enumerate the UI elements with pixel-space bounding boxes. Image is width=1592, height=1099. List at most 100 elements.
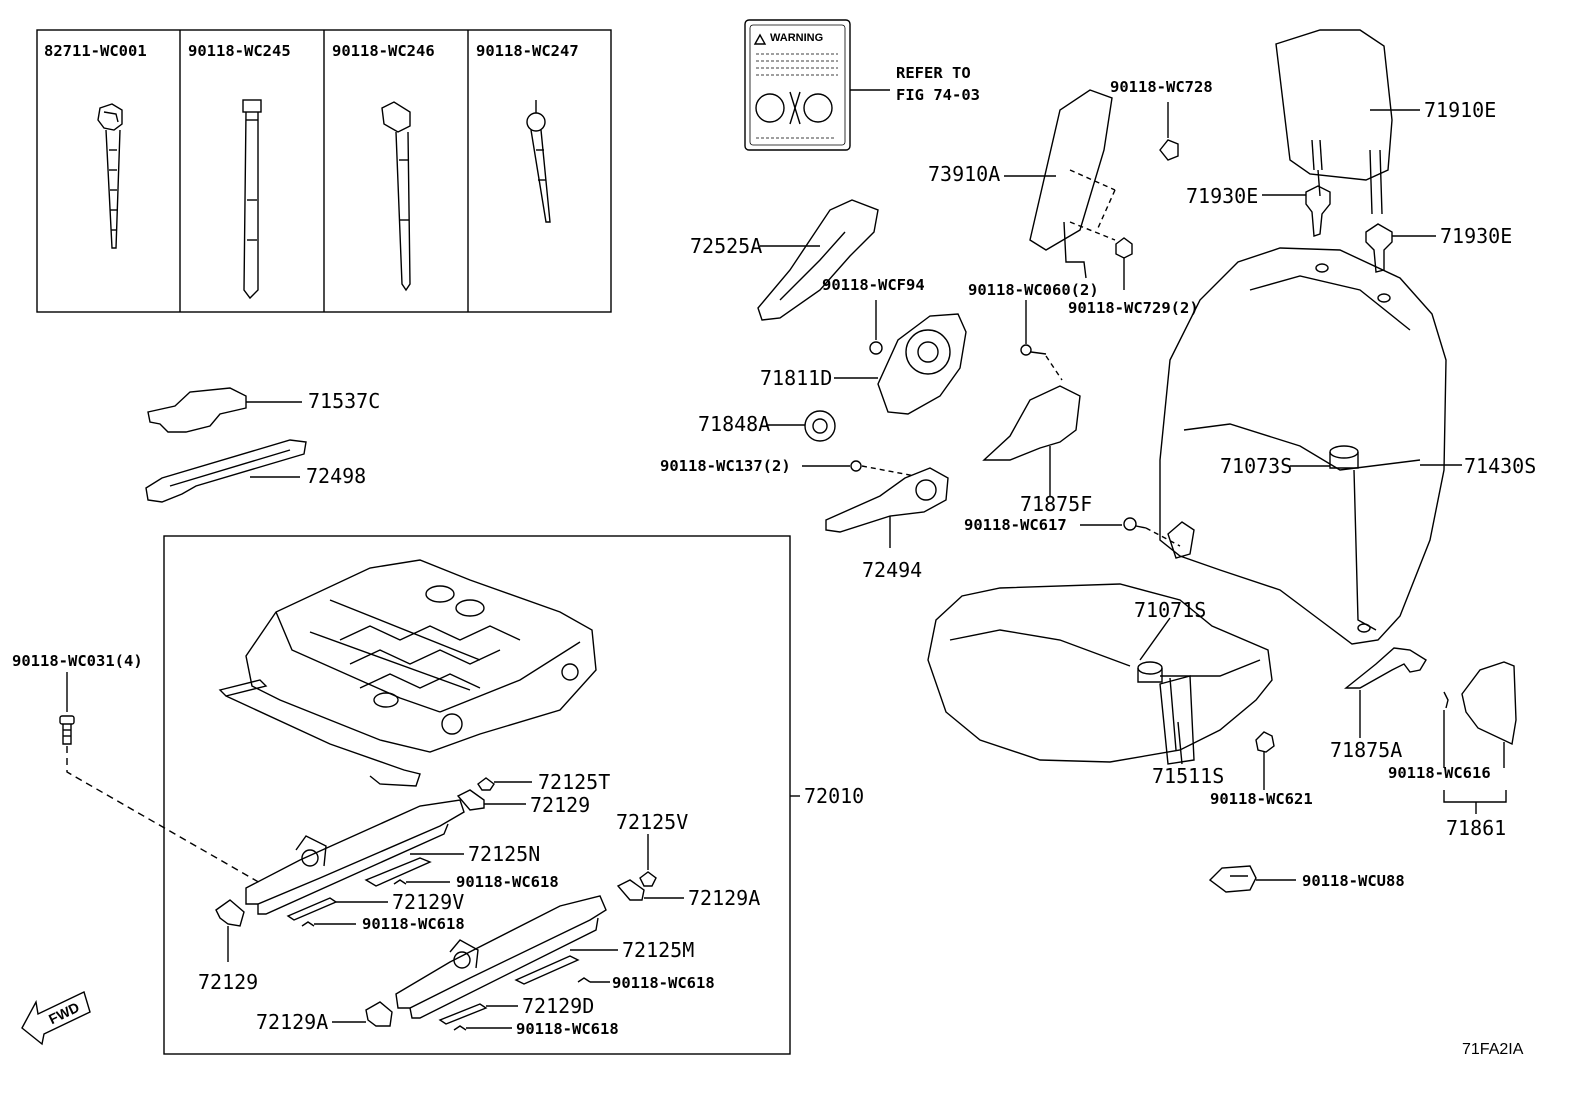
cable-tie-wc246-icon (381, 101, 411, 292)
callout-71537C[interactable]: 71537C (308, 389, 381, 413)
refer-to-text: REFER TO (896, 64, 971, 82)
callout-71848A[interactable]: 71848A (698, 412, 771, 436)
part-72125N-rail (245, 799, 465, 915)
slider-72125N-inner (364, 857, 432, 887)
callout-72494[interactable]: 72494 (862, 558, 923, 582)
part-72494-lever (802, 460, 949, 548)
callout-71511S[interactable]: 71511S (1152, 764, 1225, 788)
callout-72129-lower[interactable]: 72129 (198, 970, 259, 994)
callout-72125M[interactable]: 72125M (622, 938, 695, 962)
callout-71811D[interactable]: 71811D (760, 366, 833, 390)
part-71848A-ring (766, 410, 836, 442)
callout-71875A[interactable]: 71875A (1330, 738, 1403, 762)
callout-90118-WC031[interactable]: 90118-WC031(4) (12, 652, 143, 670)
seat-frame-box (163, 535, 800, 1055)
callout-90118-WC618-a[interactable]: 90118-WC618 (456, 873, 559, 891)
part-72129-clip-a (456, 789, 526, 811)
fastener-box-column-3-label[interactable]: 90118-WC246 (332, 42, 435, 60)
part-72125T-spring (477, 777, 532, 791)
bolt-wc617-icon (1080, 517, 1181, 547)
part-71910E-headrest (1275, 29, 1420, 215)
warning-label-title: WARNING (770, 32, 824, 44)
part-73910A-back-panel (1004, 89, 1116, 279)
callout-90118-WCU88[interactable]: 90118-WCU88 (1302, 872, 1405, 890)
part-72010-seat-frame (218, 559, 597, 787)
callout-71910E[interactable]: 71910E (1424, 98, 1497, 122)
part-71875A-bracket (1344, 647, 1427, 738)
part-71930E-guide-b (1365, 223, 1436, 273)
bolt-wcf94-icon (869, 300, 883, 355)
callout-72129D[interactable]: 72129D (522, 994, 595, 1018)
callout-71875F[interactable]: 71875F (1020, 492, 1093, 516)
back-bracket-hinge (1167, 521, 1195, 559)
part-72125M-rail (395, 895, 618, 1019)
callout-71430S[interactable]: 71430S (1464, 454, 1537, 478)
part-71071S-cushion-cover (927, 583, 1273, 763)
washer-wc618-b-icon (301, 921, 356, 927)
part-72129A-clip-a (616, 879, 684, 901)
callout-71071S[interactable]: 71071S (1134, 598, 1207, 622)
cable-tie-82711-icon (97, 103, 123, 249)
fastener-box-column-4-label[interactable]: 90118-WC247 (476, 42, 579, 60)
part-71811D-recliner-cover (834, 313, 967, 415)
callout-71930E-upper[interactable]: 71930E (1186, 184, 1259, 208)
callout-90118-WC617[interactable]: 90118-WC617 (964, 516, 1067, 534)
part-72129-clip-b (215, 899, 245, 962)
nut-wc728-icon (1159, 102, 1179, 161)
part-72129V-slider (286, 897, 388, 921)
cable-tie-wc247-icon (526, 100, 551, 223)
callout-73910A[interactable]: 73910A (928, 162, 1001, 186)
part-72525A-cover (757, 199, 879, 321)
callout-90118-WC621[interactable]: 90118-WC621 (1210, 790, 1313, 808)
part-72129A-clip-b (332, 1001, 393, 1027)
callout-72125N[interactable]: 72125N (468, 842, 541, 866)
nut-wc729-icon (1115, 237, 1133, 290)
callout-72525A[interactable]: 72525A (690, 234, 763, 258)
bolt-wc031-icon (59, 672, 263, 885)
callout-90118-WC728[interactable]: 90118-WC728 (1110, 78, 1213, 96)
callout-72129A-left[interactable]: 72129A (256, 1010, 329, 1034)
part-71875F-bracket (982, 385, 1081, 496)
part-72129D-slider (438, 1003, 518, 1025)
callout-90118-WC137[interactable]: 90118-WC137(2) (660, 457, 791, 475)
washer-wc618-a-icon (393, 879, 450, 885)
part-71930E-guide-a (1262, 185, 1331, 237)
part-72498-plate (145, 439, 307, 503)
cable-tie-wc245-icon (242, 99, 262, 300)
part-71073S-clip (1290, 445, 1359, 469)
callout-72010[interactable]: 72010 (804, 784, 865, 808)
callout-90118-WC729[interactable]: 90118-WC729(2) (1068, 299, 1199, 317)
part-71430S-seatback-cover (1159, 247, 1462, 645)
callout-90118-WC616[interactable]: 90118-WC616 (1388, 764, 1491, 782)
part-72125V-spring (639, 834, 657, 887)
bolt-wc060-icon (1020, 300, 1063, 381)
callout-90118-WC618-b[interactable]: 90118-WC618 (362, 915, 465, 933)
callout-72129V[interactable]: 72129V (392, 890, 465, 914)
callout-71073S[interactable]: 71073S (1220, 454, 1293, 478)
fwd-arrow-icon (21, 991, 91, 1046)
callout-72129-upper[interactable]: 72129 (530, 793, 591, 817)
refer-fig-link[interactable]: FIG 74-03 (896, 86, 980, 104)
callout-90118-WC618-c[interactable]: 90118-WC618 (612, 974, 715, 992)
part-71537C-bracket (147, 387, 302, 433)
callout-90118-WC618-d[interactable]: 90118-WC618 (516, 1020, 619, 1038)
washer-wc618-c-icon (577, 977, 610, 983)
callout-72129A-right[interactable]: 72129A (688, 886, 761, 910)
callout-71861[interactable]: 71861 (1446, 816, 1507, 840)
callout-71930E-lower[interactable]: 71930E (1440, 224, 1513, 248)
clip-wcu88-icon (1208, 865, 1296, 893)
callout-72125T[interactable]: 72125T (538, 770, 611, 794)
fastener-box-column-2-label[interactable]: 90118-WC245 (188, 42, 291, 60)
part-71861-cover (1443, 661, 1517, 814)
part-71511S-pad (1137, 661, 1195, 765)
fastener-box-column-1-label[interactable]: 82711-WC001 (44, 42, 147, 60)
callout-90118-WCF94[interactable]: 90118-WCF94 (822, 276, 925, 294)
warning-label-icon (744, 19, 851, 151)
callout-72498[interactable]: 72498 (306, 464, 367, 488)
callout-72125V[interactable]: 72125V (616, 810, 689, 834)
fastener-box-frame (36, 29, 612, 313)
callout-90118-WC060[interactable]: 90118-WC060(2) (968, 281, 1099, 299)
diagram-code: 71FA2IA (1462, 1041, 1524, 1058)
